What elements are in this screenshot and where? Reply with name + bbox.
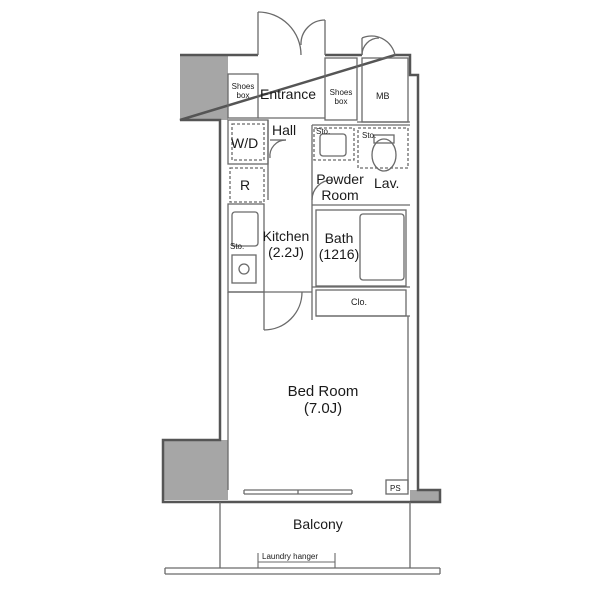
kitchen-line-1: Kitchen: [262, 228, 310, 244]
bath-label: Bath (1216): [316, 230, 362, 262]
bed-room-label: Bed Room (7.0J): [273, 383, 373, 418]
hall-door: [269, 139, 287, 159]
hall-label: Hall: [272, 122, 297, 138]
powder-room-door: [311, 179, 333, 201]
bath-line-2: (1216): [318, 246, 360, 263]
shoes-box-left-line-1: Shoes: [231, 82, 255, 91]
bedroom-door: [263, 291, 303, 331]
shoes-box-right-line-1: Shoes: [329, 88, 353, 97]
shoes-box-right-line-2: box: [334, 97, 348, 107]
powder-room-line-1: Powder: [316, 171, 364, 187]
outer-wall: [161, 53, 442, 504]
pillar-bottom-left: [163, 440, 228, 500]
shoes-box-left-line-2: box: [236, 91, 250, 101]
balcony-outline: [164, 502, 441, 575]
mb-door: [361, 35, 396, 56]
entrance-label: Entrance: [260, 86, 317, 102]
bath-line-1: Bath: [324, 230, 354, 246]
kitchen-label: Kitchen (2.2J): [260, 228, 312, 260]
sto-label-3: Sto.: [230, 242, 245, 251]
pillar-top-left: [180, 55, 228, 120]
powder-room-line-2: Room: [321, 187, 359, 204]
kitchen-line-2: (2.2J): [268, 244, 304, 261]
fridge-label: R: [240, 177, 251, 193]
interior-walls: [227, 57, 410, 495]
mb-label: MB: [376, 91, 390, 101]
lav-label: Lav.: [374, 175, 400, 191]
shoes-box-left-label: Shoes box: [231, 82, 255, 100]
ps-label: PS: [390, 484, 401, 493]
pillar-right: [410, 490, 440, 502]
wd-label: W/D: [231, 135, 259, 151]
entrance-door: [257, 11, 326, 56]
bed-room-line-1: Bed Room: [287, 383, 359, 400]
laundry-hanger: [257, 553, 336, 568]
powder-room-label: Powder Room: [314, 171, 366, 203]
laundry-hanger-label: Laundry hanger: [262, 552, 319, 561]
clo-label: Clo.: [351, 297, 368, 307]
shoes-box-right-label: Shoes box: [327, 88, 355, 106]
balcony-label: Balcony: [293, 516, 343, 532]
sto-label-2: Sto.: [362, 131, 377, 140]
sto-label-1: Sto.: [316, 127, 331, 136]
bed-room-line-2: (7.0J): [303, 400, 343, 418]
